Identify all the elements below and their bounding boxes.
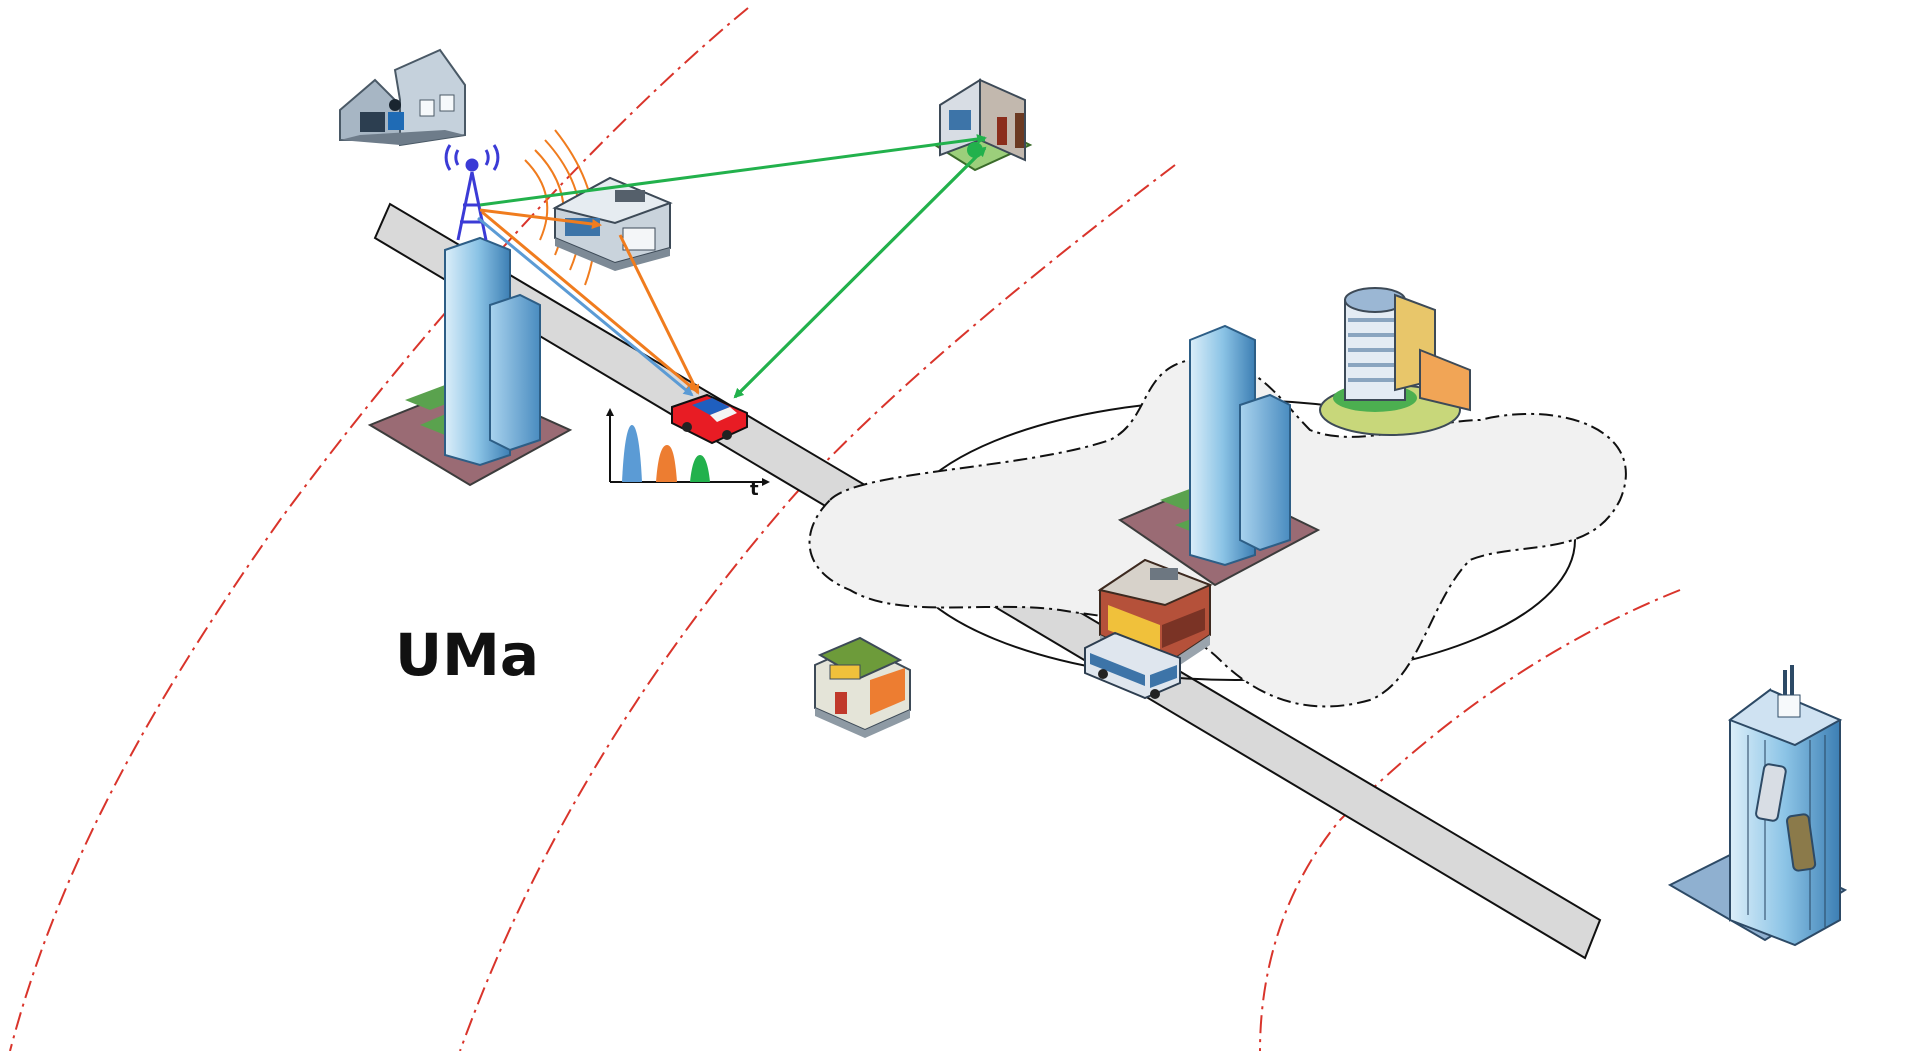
pulse-green (690, 455, 710, 482)
cluster-skyscraper-icon (1117, 324, 1321, 587)
arrow-tower-to-car-blue (477, 216, 694, 397)
pulse-blue (622, 425, 642, 482)
arrow-tower-to-house (479, 134, 987, 207)
round-office-tower-icon (1319, 287, 1471, 436)
skyscraper-icon (367, 236, 573, 487)
coverage-ring-2 (459, 164, 1176, 1051)
time-axis-label: t (750, 479, 759, 500)
pulse-orange (656, 445, 677, 482)
coverage-ring-1 (9, 7, 749, 1051)
arrow-tower-to-office (479, 208, 602, 229)
house-with-user-icon (339, 48, 466, 147)
office-building-icon (552, 176, 673, 271)
phone-tower-building-icon (1667, 665, 1848, 947)
scenario-title: UMa (395, 621, 539, 689)
cell-tower-icon (444, 144, 500, 241)
house-icon (932, 78, 1033, 172)
gas-station-icon (814, 636, 911, 738)
arrow-car-to-house (733, 146, 987, 399)
arrow-tower-to-car-orange (481, 210, 697, 392)
car-icon (671, 393, 748, 445)
delay-profile-chart (606, 408, 770, 486)
shop-icon (1097, 558, 1213, 675)
propagation-arrows (477, 134, 987, 399)
bus-icon (1084, 631, 1181, 700)
arrow-office-to-car (618, 234, 700, 395)
